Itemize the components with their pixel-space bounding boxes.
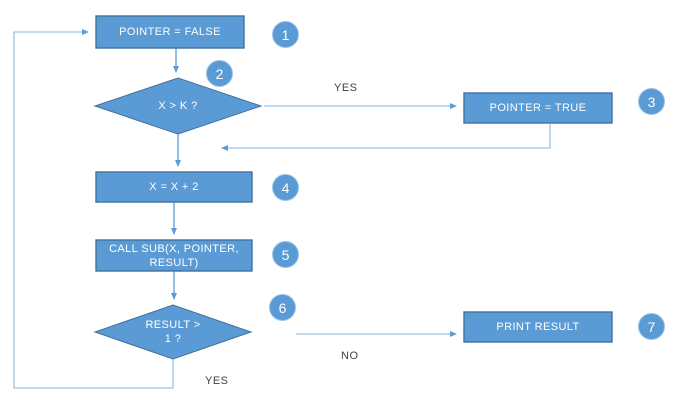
node-shape-n2[interactable] — [93, 77, 263, 135]
step-badge-1: 1 — [272, 21, 299, 48]
step-badge-4: 4 — [272, 174, 299, 201]
connector-n6-loopback — [13, 29, 174, 389]
node-shape-n5[interactable] — [95, 239, 253, 272]
edge-label-no-bottom: NO — [341, 350, 359, 362]
node-shape-n6[interactable] — [93, 304, 253, 360]
node-shape-n4[interactable] — [95, 171, 253, 203]
step-badge-5: 5 — [272, 241, 299, 268]
node-shape-n3[interactable] — [463, 92, 613, 124]
edge-label-yes-top: YES — [334, 82, 358, 94]
node-shape-n1[interactable] — [95, 15, 245, 49]
connector-n3-return — [221, 124, 551, 151]
step-badge-3: 3 — [638, 88, 665, 115]
step-badge-7: 7 — [638, 313, 665, 340]
edge-label-yes-bottom: YES — [205, 375, 229, 387]
node-shape-n7[interactable] — [463, 311, 613, 343]
step-badge-2: 2 — [206, 60, 233, 87]
step-badge-6: 6 — [269, 294, 296, 321]
